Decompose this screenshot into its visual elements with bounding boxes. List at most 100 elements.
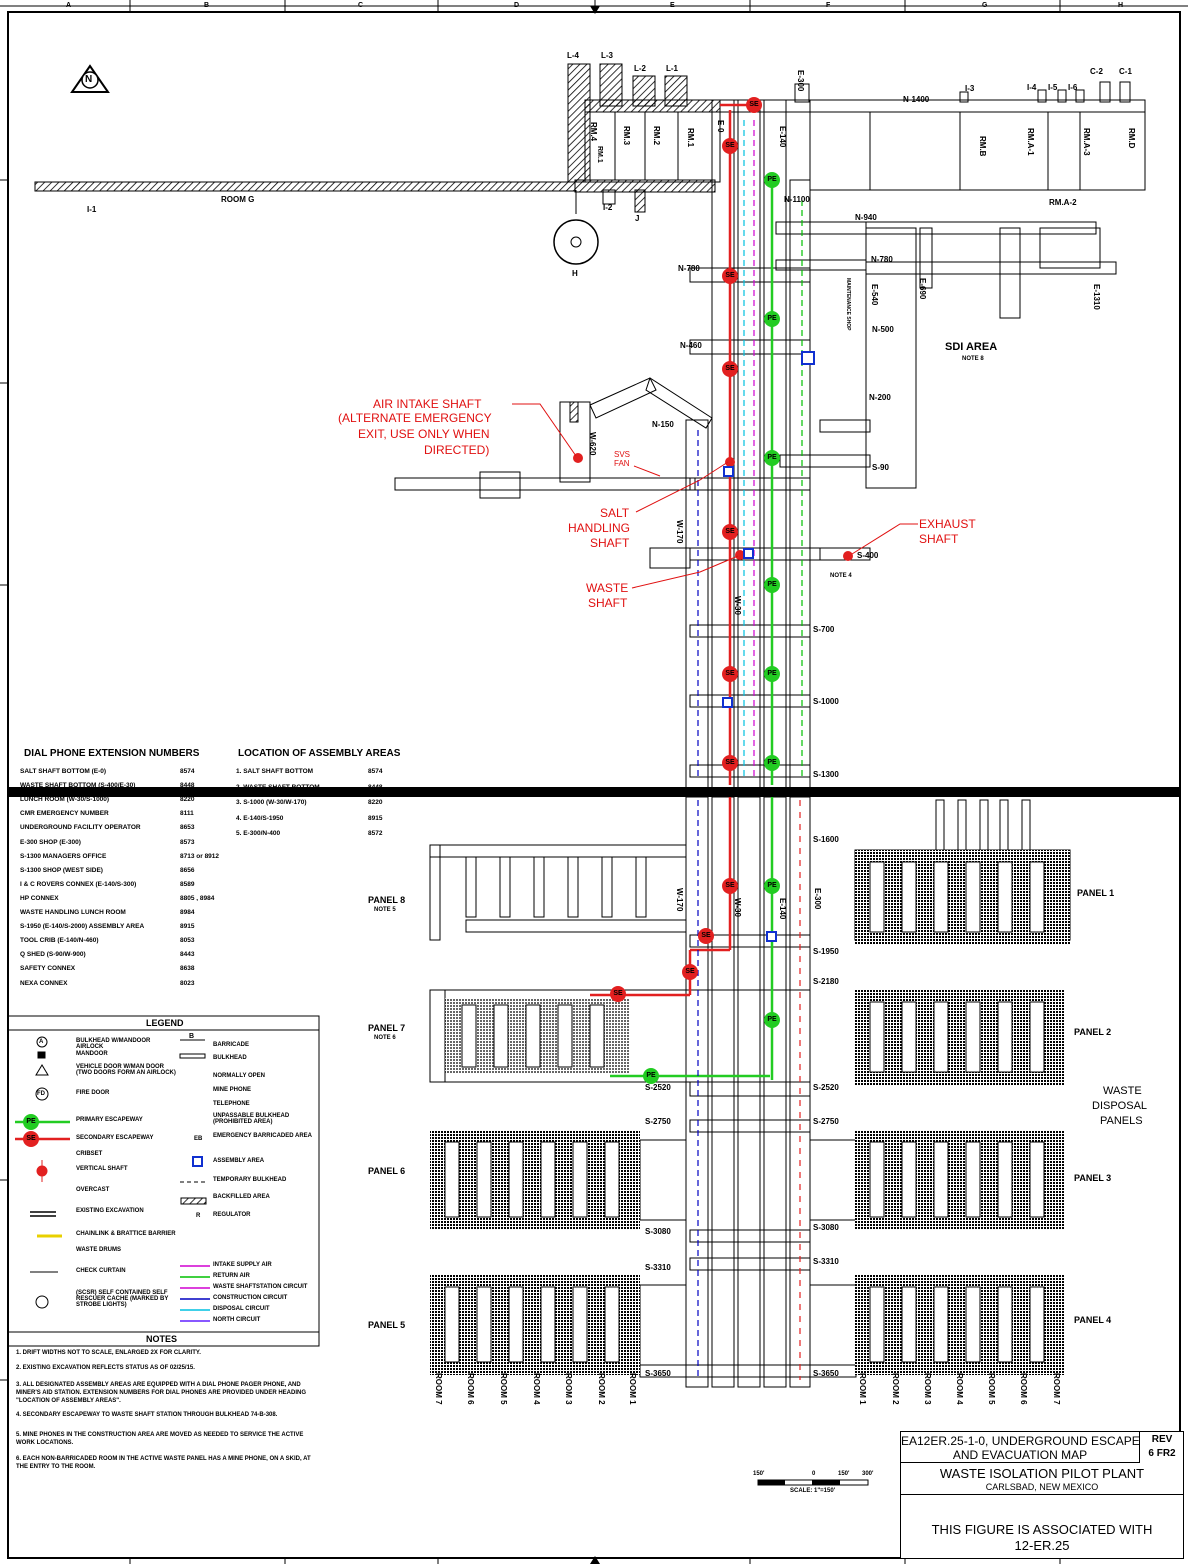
l-2-label: L-2 [634, 64, 646, 73]
room-label-w3: ROOM 3 [564, 1373, 573, 1405]
phone-ext-name: S-1300 SHOP (WEST SIDE) [20, 866, 103, 874]
rm-3-label: RM.3 [622, 126, 631, 146]
secondary-escape-marker: SE [722, 666, 738, 682]
s-3650-west-label: S-3650 [645, 1369, 671, 1378]
i-5-label: I-5 [1048, 83, 1058, 92]
i-2-label: I-2 [603, 203, 613, 212]
grid-letter-a: A [66, 2, 72, 9]
e-140-label: E-140 [778, 126, 787, 148]
legend-item: CONSTRUCTION CIRCUIT [213, 1295, 288, 1301]
note-item: 4. SECONDARY ESCAPEWAY TO WASTE SHAFT ST… [16, 1412, 278, 1418]
legend-item: VERTICAL SHAFT [76, 1166, 128, 1172]
phone-ext-name: WASTE SHAFT BOTTOM (S-400/E-30) [20, 782, 136, 790]
e-140-lower-label: E-140 [778, 898, 787, 920]
rm-1b-label: RM.1 [596, 146, 603, 163]
e-300-lower-label: E-300 [813, 888, 822, 910]
legend-item: PRIMARY ESCAPEWAY [76, 1117, 143, 1123]
i-6-label: I-6 [1068, 83, 1078, 92]
e-300-top-label: E-300 [796, 70, 805, 92]
maintenance-shop-label: MAINTENANCE SHOP [845, 278, 851, 331]
note-item: 3. ALL DESIGNATED ASSEMBLY AREAS ARE EQU… [16, 1382, 307, 1404]
primary-escape-marker: PE [643, 1068, 659, 1084]
phone-ext-number: 8023 [180, 979, 195, 987]
grid-letter-d: D [514, 2, 520, 9]
waste-disposal-label-2: DISPOSAL [1092, 1100, 1148, 1112]
legend-item: BULKHEAD W/MANDOOR AIRLOCK [76, 1038, 151, 1050]
north-label: N [85, 74, 93, 85]
primary-escape-marker: PE [764, 1012, 780, 1028]
phone-ext-number: 8653 [180, 824, 195, 832]
room-label-w1: ROOM 1 [628, 1373, 637, 1405]
grid-letter-e: E [670, 2, 675, 9]
h-label: H [572, 269, 578, 278]
secondary-escape-marker: SE [722, 138, 738, 154]
legend-item: WASTE SHAFTSTATION CIRCUIT [213, 1284, 308, 1290]
exhaust-shaft-label-2: SHAFT [919, 532, 959, 546]
salt-handling-shaft-label-1: SALT [600, 506, 630, 520]
legend-item: BARRICADE [213, 1042, 249, 1048]
note-item: 1. DRIFT WIDTHS NOT TO SCALE, ENLARGED 2… [16, 1350, 201, 1356]
legend-item: REGULATOR [213, 1212, 251, 1218]
room-label-e1: ROOM 1 [858, 1373, 867, 1405]
air-intake-shaft-note-1: (ALTERNATE EMERGENCY [338, 411, 492, 425]
legend-item: BACKFILLED AREA [213, 1194, 270, 1200]
room-label-w4: ROOM 4 [532, 1373, 541, 1405]
n-500-label: N-500 [872, 325, 894, 334]
primary-escape-marker: PE [764, 878, 780, 894]
s-3650-east-label: S-3650 [813, 1369, 839, 1378]
grid-letter-f: F [826, 2, 831, 9]
s-3080-east-label: S-3080 [813, 1223, 839, 1232]
secondary-escape-marker: SE [722, 268, 738, 284]
room-label-w6: ROOM 6 [466, 1373, 475, 1405]
room-label-e2: ROOM 2 [891, 1373, 900, 1405]
j-label: J [635, 214, 640, 223]
rm-b-label: RM.B [978, 136, 987, 157]
phone-ext-number: 8443 [180, 951, 195, 959]
scale-tick-1: 0 [812, 1471, 816, 1477]
rm-a-1-label: RM.A-1 [1026, 128, 1035, 156]
legend-item: TEMPORARY BULKHEAD [213, 1177, 287, 1183]
note-6-label: NOTE 6 [374, 1035, 396, 1041]
legend-item: MANDOOR [76, 1051, 108, 1057]
scale-bar [757, 1479, 869, 1486]
s-90-label: S-90 [872, 463, 889, 472]
phone-ext-number: 8220 [180, 796, 195, 804]
e-1310-label: E-1310 [1092, 284, 1101, 310]
legend-item: SECONDARY ESCAPEWAY [76, 1135, 154, 1141]
assembly-area-ext: 8572 [368, 830, 383, 837]
legend-item: UNPASSABLE BULKHEAD (PROHIBITED AREA) [213, 1113, 290, 1125]
phone-ext-name: Q SHED (S-90/W-900) [20, 951, 86, 959]
rev-label: REV [1151, 1434, 1173, 1445]
assoc-line2: 12-ER.25 [1014, 1538, 1070, 1553]
svs-fan-label-2: FAN [614, 459, 630, 468]
i-3-label: I-3 [965, 84, 975, 93]
legend-item: RETURN AIR [213, 1273, 250, 1279]
primary-escape-marker: PE [764, 755, 780, 771]
room-label-e6: ROOM 6 [1019, 1373, 1028, 1405]
phone-ext-name: I & C ROVERS CONNEX (E-140/S-300) [20, 880, 137, 888]
secondary-escape-marker: SE [698, 928, 714, 944]
n-1400-label: N-1400 [903, 95, 930, 104]
w-30-lower-label: W-30 [733, 898, 742, 917]
phone-extensions-title: DIAL PHONE EXTENSION NUMBERS [24, 748, 200, 759]
assembly-area-ext: 8448 [368, 783, 383, 791]
phone-ext-name: S-1300 MANAGERS OFFICE [20, 852, 107, 860]
phone-ext-number: 8589 [180, 880, 195, 888]
primary-escape-marker: PE [764, 450, 780, 466]
legend-se-icon: SE [23, 1131, 39, 1147]
room-label-w5: ROOM 5 [499, 1373, 508, 1405]
exhaust-shaft-label-1: EXHAUST [919, 517, 976, 531]
legend-item: CRIBSET [76, 1151, 103, 1157]
phone-ext-name: CMR EMERGENCY NUMBER [20, 810, 109, 818]
legend-fd-icon: FD [37, 1091, 45, 1097]
s-2520-west-label: S-2520 [645, 1083, 671, 1092]
phone-ext-number: 8805 , 8984 [180, 894, 215, 902]
phone-ext-number: 8573 [180, 838, 195, 846]
title-block: EA12ER.25-1-0, UNDERGROUND ESCAPE AND EV… [900, 1431, 1184, 1559]
s-1950-label: S-1950 [813, 947, 839, 956]
phone-ext-number: 8656 [180, 866, 195, 874]
legend-item: TELEPHONE [213, 1101, 250, 1107]
rm-2-label: RM.2 [652, 126, 661, 146]
plant-name: WASTE ISOLATION PILOT PLANT [939, 1466, 1145, 1481]
air-intake-shaft-label: AIR INTAKE SHAFT [373, 397, 482, 411]
